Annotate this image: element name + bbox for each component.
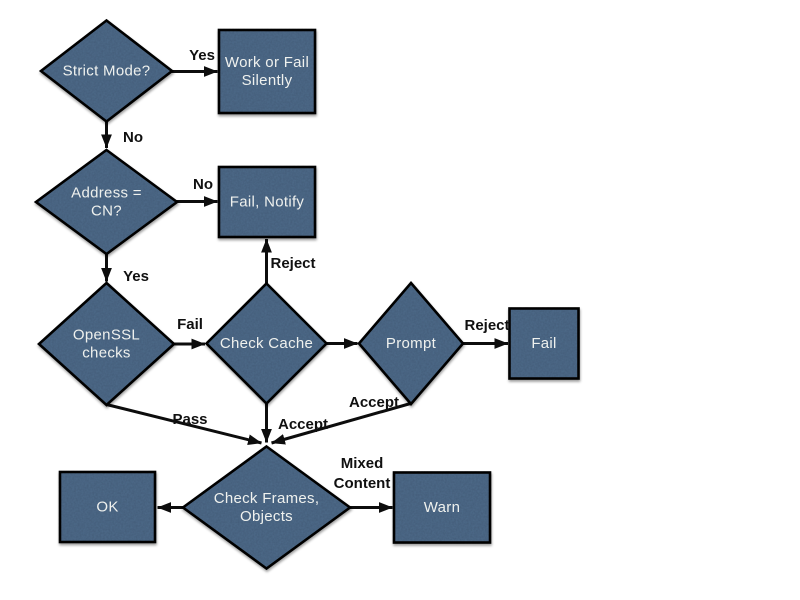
node-check-cache: Check Cache (204, 281, 329, 406)
fail-shape (508, 307, 580, 380)
edge-label-address-cn-no: No (193, 176, 213, 193)
work-or-fail-silently-label-line1: Work or Fail (225, 54, 309, 71)
check-frames-objects-label-line1: Check Frames, (214, 490, 320, 507)
node-address-cn: Address =CN? (33, 148, 180, 256)
prompt-shape (357, 281, 465, 406)
warn-label: Warn (424, 499, 460, 516)
warn-shape (392, 471, 492, 544)
address-cn-shape (33, 148, 180, 256)
prompt-label: Prompt (386, 335, 437, 352)
edge-label-openssl-fail: Fail (177, 316, 203, 333)
node-check-frames-objects: Check Frames,Objects (180, 444, 353, 571)
edge-label-frames-warn-line1: Mixed (341, 455, 384, 472)
strict-mode-shape (38, 18, 175, 124)
edges-layer (101, 66, 509, 513)
fail-notify-label: Fail, Notify (230, 194, 305, 211)
ok-shape (58, 470, 157, 544)
edge-label-frames-warn-line2: Content (334, 475, 391, 492)
edge-label-prompt-accept: Accept (349, 394, 399, 411)
node-warn: Warn (392, 471, 492, 544)
edge-label-strict-mode-yes: Yes (189, 47, 215, 64)
address-cn-label-line2: CN? (91, 203, 122, 220)
fail-notify-shape (217, 165, 317, 239)
edge-label-check-cache-reject: Reject (270, 255, 315, 272)
node-fail-notify: Fail, Notify (217, 165, 317, 239)
work-or-fail-silently-shape (217, 28, 317, 115)
check-cache-label: Check Cache (220, 335, 313, 352)
ok-label: OK (96, 499, 118, 516)
node-ok: OK (58, 470, 157, 544)
node-prompt: Prompt (357, 281, 465, 406)
nodes-layer: Strict Mode? Work or FailSilentlyAddress … (33, 18, 580, 571)
openssl-checks-shape (37, 281, 176, 407)
edge-prompt-accept (271, 402, 411, 445)
check-frames-objects-label-line2: Objects (240, 508, 293, 525)
edge-label-strict-mode-no: No (123, 129, 143, 146)
openssl-checks-label-line1: OpenSSL (73, 327, 140, 344)
openssl-checks-label-line2: checks (82, 345, 131, 362)
edge-openssl-pass (106, 403, 262, 445)
edge-label-prompt-reject: Reject (464, 317, 509, 334)
strict-mode-label: Strict Mode? (63, 63, 151, 80)
address-cn-label-line1: Address = (71, 185, 142, 202)
node-fail: Fail (508, 307, 580, 380)
check-cache-shape (204, 281, 329, 406)
edge-label-openssl-pass: Pass (172, 411, 207, 428)
check-frames-objects-shape (180, 444, 353, 571)
node-strict-mode: Strict Mode? (38, 18, 175, 124)
edge-label-address-cn-yes: Yes (123, 268, 149, 285)
work-or-fail-silently-label-line2: Silently (242, 72, 293, 89)
fail-label: Fail (531, 335, 556, 352)
edge-label-check-cache-accept: Accept (278, 416, 328, 433)
